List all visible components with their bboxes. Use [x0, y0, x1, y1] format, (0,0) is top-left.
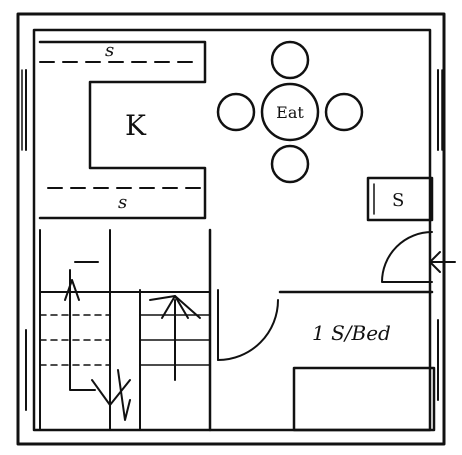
bedroom-label: 1 S/Bed [312, 321, 391, 345]
outer-walls [16, 12, 446, 446]
entrance-door [381, 231, 456, 283]
windows [21, 69, 443, 411]
dining-table [216, 40, 364, 184]
staircase [39, 228, 212, 432]
storage-label-right: S [392, 190, 404, 211]
eat-label: Eat [276, 103, 304, 122]
kitchen-counter [38, 40, 207, 220]
bedroom-walls [217, 289, 436, 432]
kitchen-label: K [125, 109, 147, 142]
storage-label-top: s [105, 40, 114, 61]
storage-label-bottom: s [118, 192, 127, 213]
storage-cupboard-right [366, 176, 434, 222]
